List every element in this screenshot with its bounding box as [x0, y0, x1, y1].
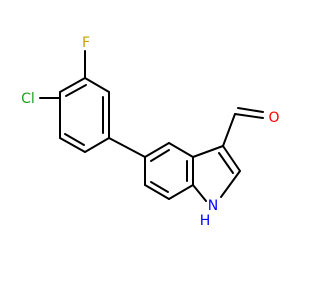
bond-cho — [222, 113, 236, 147]
structural-formula: Cl F O NH — [21, 35, 279, 229]
atom-label-nitrogen: N — [208, 198, 218, 214]
atom-label-nitrogen-hydrogen: H — [200, 213, 211, 229]
bond-a5-a6 — [84, 137, 110, 153]
bond-p2-inner — [218, 152, 234, 174]
bond-biaryl — [108, 137, 146, 158]
atom-label-fluorine: F — [82, 35, 90, 51]
bond-b5-b6 — [144, 184, 170, 200]
bond-b4-b5 — [168, 184, 194, 200]
bond-a5-a6-inner — [64, 133, 85, 146]
bond-a3-a4 — [84, 77, 110, 93]
bond-b1-b2-inner — [150, 149, 170, 162]
atom-label-oxygen: O — [268, 110, 279, 126]
bond-a2-a3 — [59, 77, 86, 93]
bond-co — [234, 113, 264, 119]
bonds — [39, 50, 264, 202]
bond-p4 — [192, 184, 207, 202]
bond-a6-a1 — [59, 137, 86, 153]
bond-co-inner — [237, 107, 264, 113]
bond-a2-a3-inner — [65, 84, 87, 97]
bond-p1 — [192, 145, 224, 158]
bond-b1-b2 — [144, 142, 170, 158]
bond-p2 — [222, 145, 241, 172]
bond-b2-b3 — [168, 142, 194, 158]
atom-label-chlorine: Cl — [21, 91, 35, 107]
bond-p3 — [220, 170, 241, 198]
bond-b5-b6-inner — [150, 181, 169, 193]
